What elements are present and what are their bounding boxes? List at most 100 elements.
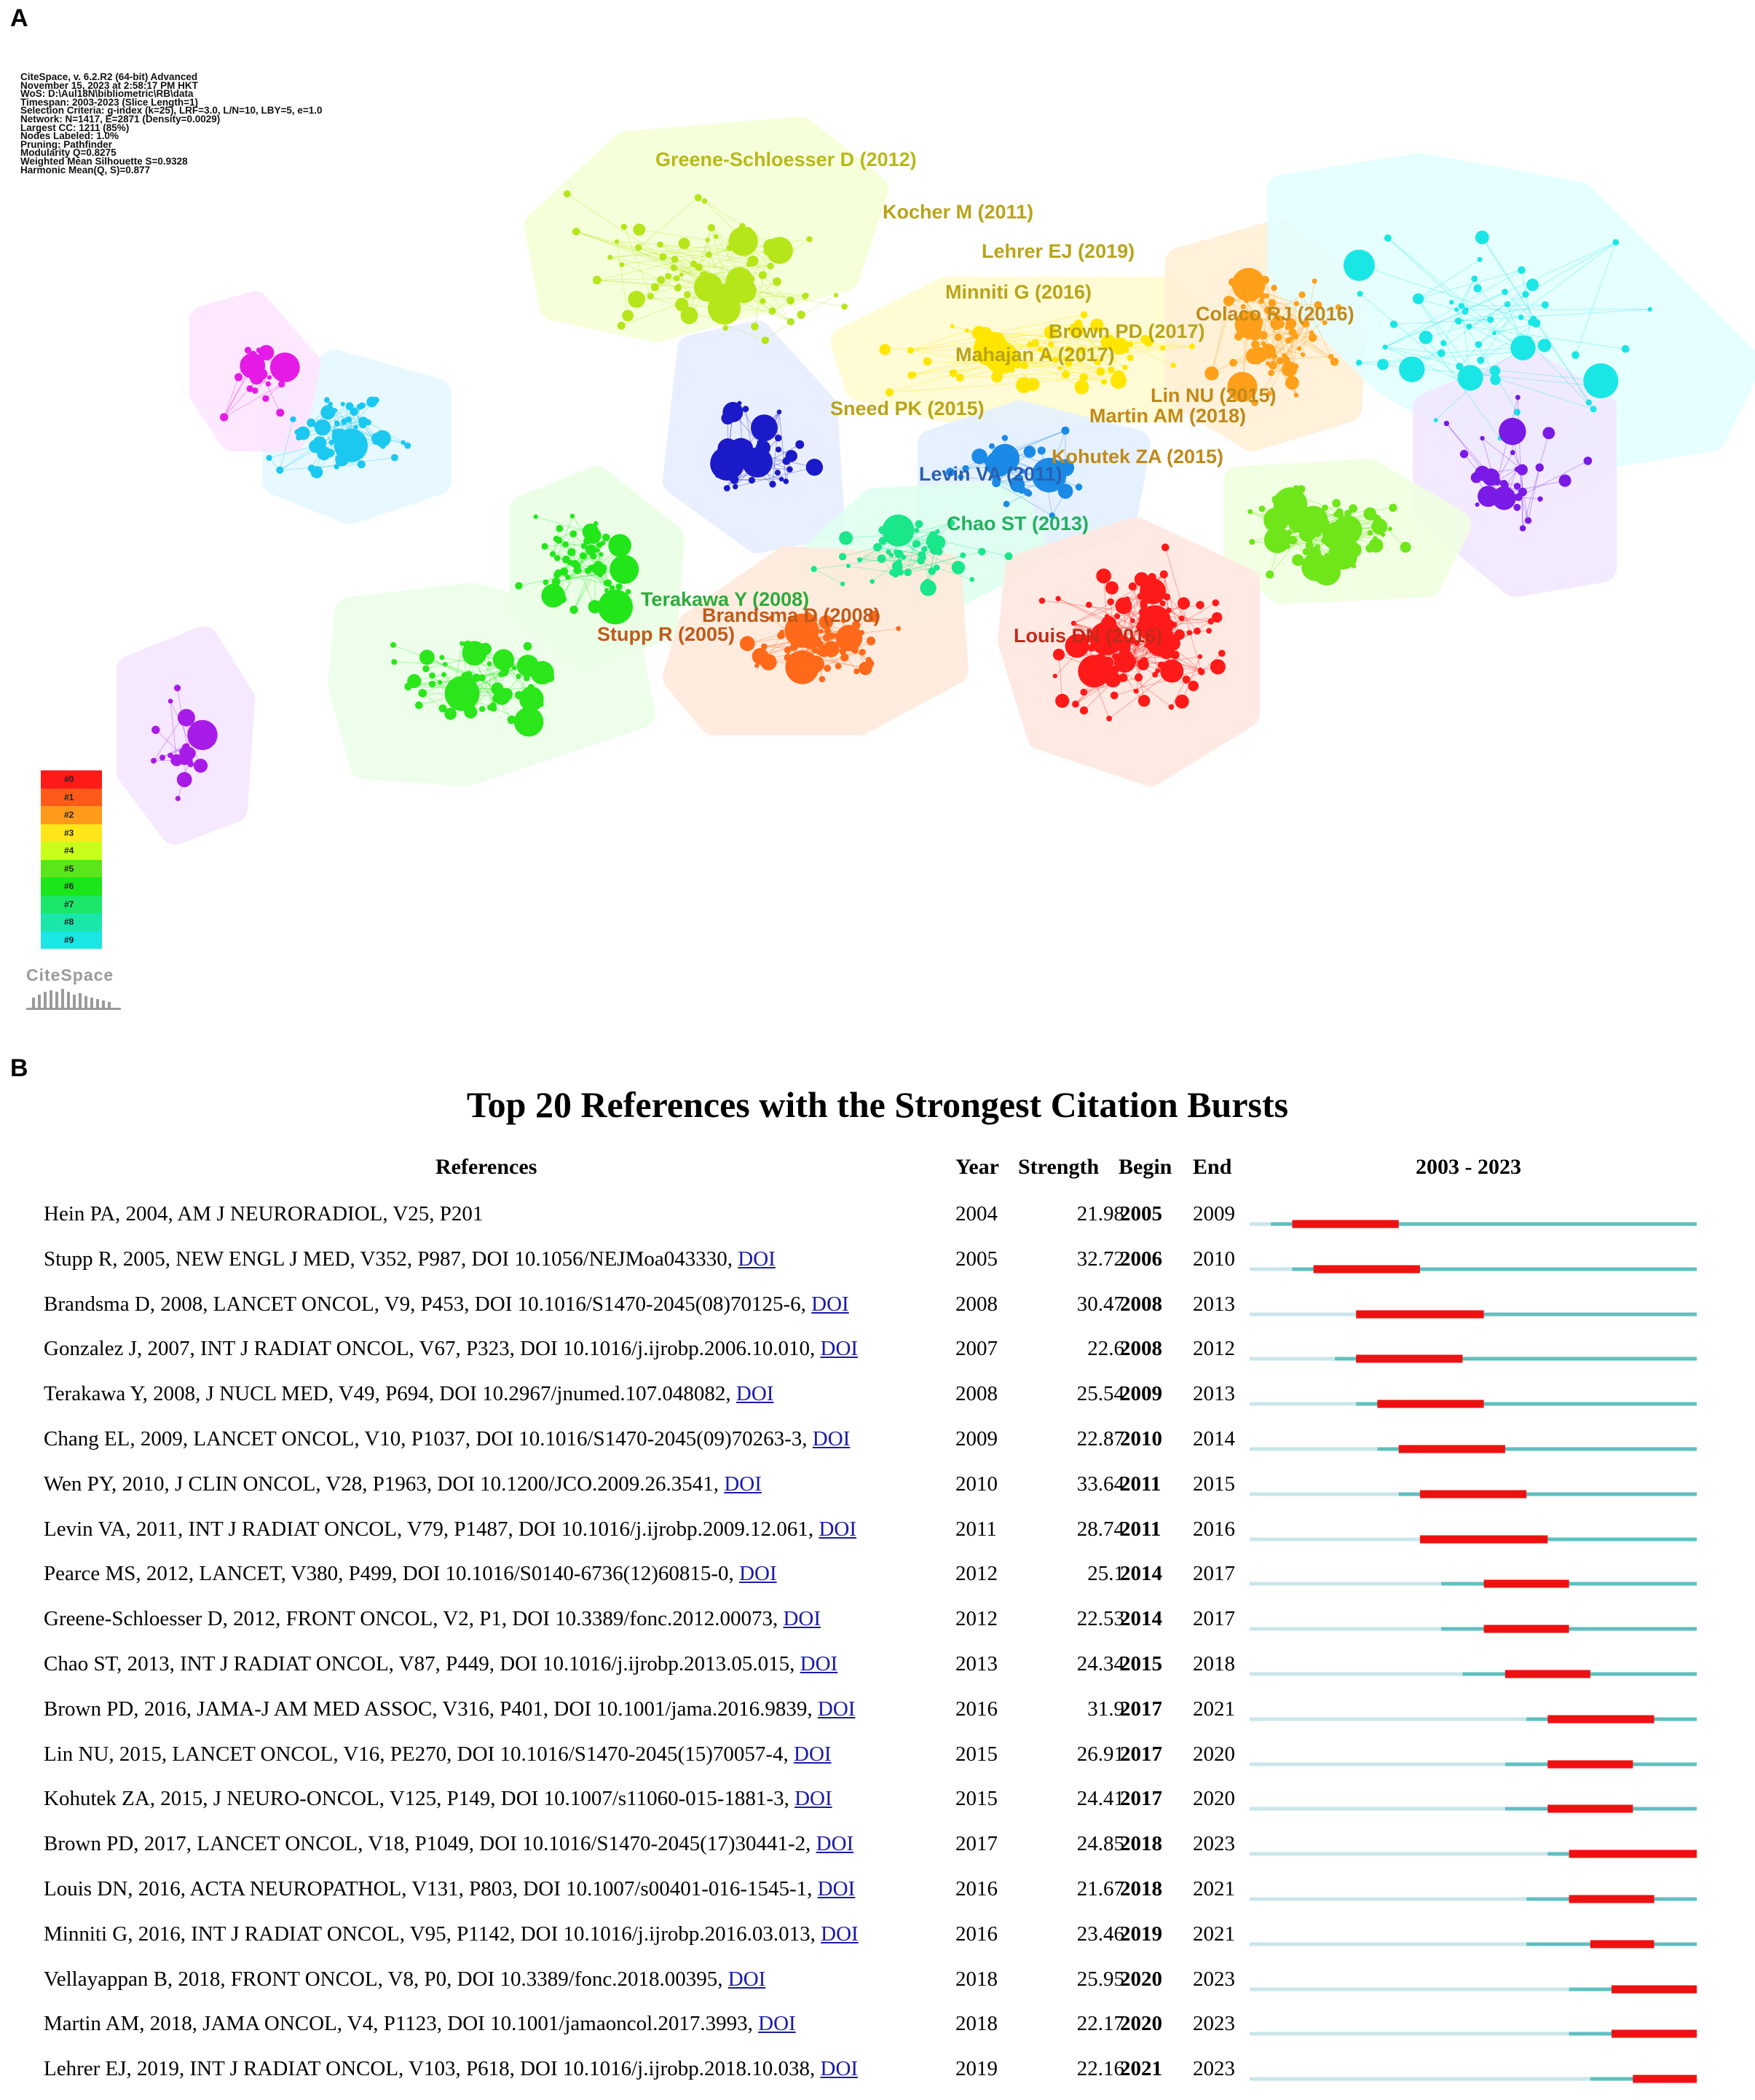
doi-link[interactable]: DOI [800, 1652, 838, 1675]
network-edge [960, 371, 1101, 379]
network-node [808, 615, 818, 623]
timeline-inactive [1250, 1987, 1569, 1992]
network-edge [895, 542, 959, 568]
doi-link[interactable]: DOI [794, 1787, 832, 1811]
network-node [1105, 581, 1119, 595]
network-node [1345, 516, 1354, 525]
network-node [811, 647, 819, 654]
network-node [1170, 621, 1178, 628]
network-node [1111, 337, 1129, 355]
network-node [334, 464, 339, 470]
network-node [1188, 680, 1199, 692]
network-label: Greene-Schloesser D (2012) [655, 149, 917, 170]
burst-bar [1419, 1535, 1548, 1544]
doi-link[interactable]: DOI [735, 1382, 774, 1406]
doi-link[interactable]: DOI [811, 1292, 849, 1316]
network-node [1026, 377, 1040, 391]
network-node [1124, 596, 1130, 602]
network-edge [610, 257, 704, 276]
strength-cell: 25.54 [1076, 1382, 1124, 1406]
network-node [1462, 308, 1469, 315]
doi-link[interactable]: DOI [783, 1607, 821, 1631]
burst-timeline [1250, 1445, 1697, 1453]
network-edge [1418, 299, 1460, 367]
begin-cell: 2019 [1120, 1922, 1162, 1946]
network-node [244, 347, 252, 354]
network-node [561, 555, 570, 564]
network-node [464, 682, 479, 697]
network-edge [576, 231, 704, 276]
end-cell: 2013 [1193, 1382, 1235, 1406]
doi-link[interactable]: DOI [758, 2012, 796, 2036]
network-node [657, 241, 663, 248]
doi-link[interactable]: DOI [820, 1337, 859, 1361]
reference-text: Hein PA, 2004, AM J NEURORADIOL, V25, P2… [44, 1202, 483, 1226]
network-node [1571, 351, 1580, 359]
network-edge [1274, 340, 1289, 357]
reference-text: Terakawa Y, 2008, J NUCL MED, V49, P694,… [44, 1382, 773, 1406]
network-node [1357, 291, 1363, 297]
network-node [915, 520, 923, 529]
doi-link[interactable]: DOI [817, 1697, 856, 1721]
begin-cell: 2006 [1120, 1247, 1162, 1271]
network-node [538, 701, 544, 707]
network-edge [1384, 347, 1460, 367]
network-edge [733, 281, 778, 312]
network-node [559, 567, 569, 576]
network-node [1499, 480, 1508, 488]
network-node [1247, 509, 1253, 515]
network-node [978, 548, 986, 556]
doi-link[interactable]: DOI [794, 1742, 832, 1766]
network-node [907, 371, 915, 379]
doi-link[interactable]: DOI [727, 1967, 766, 1991]
doi-link[interactable]: DOI [738, 1247, 776, 1271]
strength-cell: 30.47 [1076, 1292, 1124, 1316]
network-node [1293, 485, 1299, 491]
network-node [1477, 356, 1485, 364]
network-node [541, 583, 565, 608]
network-edge [910, 314, 1084, 351]
doi-link[interactable]: DOI [724, 1472, 762, 1496]
network-node [1373, 523, 1381, 530]
legend-swatch: #2 [41, 806, 102, 824]
network-edge [1528, 467, 1540, 521]
reference-text: Brandsma D, 2008, LANCET ONCOL, V9, P453… [44, 1292, 849, 1317]
network-node [1178, 597, 1190, 610]
doi-link[interactable]: DOI [820, 2057, 859, 2081]
network-node [1104, 614, 1110, 620]
doi-link[interactable]: DOI [819, 1517, 856, 1541]
network-node [861, 662, 867, 667]
network-node [1525, 517, 1532, 524]
reference-citation: Hein PA, 2004, AM J NEURORADIOL, V25, P2… [44, 1202, 484, 1225]
network-node [774, 434, 782, 442]
network-node [1487, 316, 1494, 323]
doi-link[interactable]: DOI [821, 1922, 859, 1946]
network-node [693, 272, 723, 302]
network-node [1160, 659, 1184, 683]
network-edge [1263, 309, 1269, 336]
network-edge [639, 229, 708, 241]
header-begin: Begin [1119, 1155, 1172, 1179]
doi-link[interactable]: DOI [817, 1877, 856, 1900]
doi-link[interactable]: DOI [812, 1427, 851, 1450]
network-node [768, 615, 773, 620]
burst-bar [1313, 1265, 1420, 1274]
timeline-inactive [1250, 1897, 1527, 1901]
network-node [802, 673, 808, 678]
network-node [742, 406, 749, 413]
network-node [877, 554, 886, 564]
table-row: Brandsma D, 2008, LANCET ONCOL, V9, P453… [0, 1282, 1755, 1327]
doi-link[interactable]: DOI [739, 1562, 777, 1586]
reference-citation: Chang EL, 2009, LANCET ONCOL, V10, P1037… [44, 1427, 808, 1450]
network-node [1510, 450, 1515, 455]
network-node [584, 567, 592, 575]
network-node [740, 274, 746, 279]
network-node [754, 663, 760, 668]
network-edge [1458, 304, 1545, 322]
doi-link[interactable]: DOI [816, 1832, 854, 1856]
network-node [575, 562, 581, 568]
network-node [670, 264, 678, 272]
network-node [460, 641, 465, 646]
end-cell: 2017 [1193, 1562, 1235, 1586]
meta-line: Largest CC: 1211 (85%) [20, 122, 130, 133]
